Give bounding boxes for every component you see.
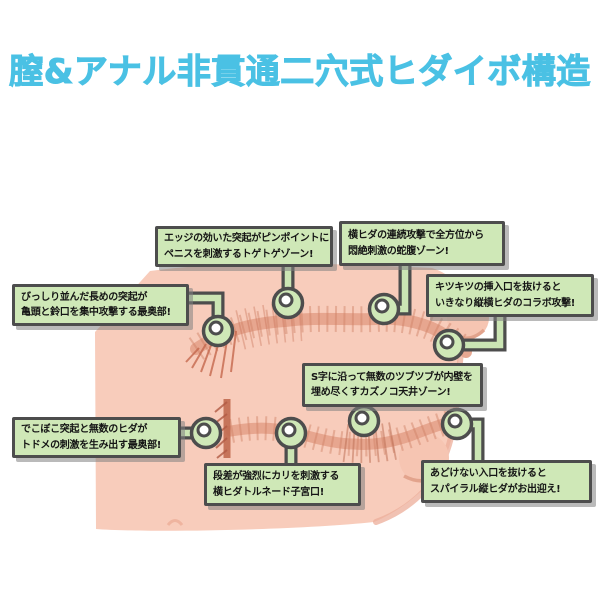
bottom-dimple-shading	[166, 519, 184, 526]
callout-text-line: ペニスを刺激するトゲトゲゾーン!	[164, 248, 314, 260]
callout-text-line: 段差が強烈にカリを刺激する	[213, 471, 340, 482]
point-marker-cervix	[274, 416, 308, 450]
callout-saiokubu-lower: でこぼこ突起と無数のヒダが トドメの刺激を生み出す最奥部!	[12, 417, 181, 458]
callout-text-line: 埋め尽くすカズノコ天井ゾーン!	[311, 387, 451, 398]
callout-togetoge-zone: エッジの効いた突起がピンポイントに ペニスを刺激するトゲトゲゾーン!	[155, 226, 333, 267]
callout-text-line: S字に沿って無数のツブツブが内壁を	[311, 371, 473, 383]
callout-text-line: スパイラル縦ヒダがお出迎え!	[430, 483, 561, 495]
point-marker-collab	[432, 328, 466, 362]
callout-tornado-cervix: 段差が強烈にカリを刺激する 横ヒダトルネード子宮口!	[204, 463, 361, 506]
point-marker-spiral	[440, 407, 474, 441]
callout-text-line: 横ヒダトルネード子宮口!	[213, 486, 324, 498]
callout-text-line: 悶絶刺激の蛇腹ゾーン!	[348, 245, 449, 257]
page-title: 膣&アナル非貫通二穴式ヒダイボ構造	[9, 52, 591, 93]
callout-text-line: キツキツの挿入口を抜けると	[435, 282, 562, 293]
point-marker-saiokubu-lower	[189, 416, 223, 450]
callout-text-line: 横ヒダの連続攻撃で全方位から	[348, 230, 484, 241]
callout-text-line: でこぼこ突起と無数のヒダが	[21, 424, 148, 435]
callout-kazunoko-zone: S字に沿って無数のツブツブが内壁を 埋め尽くすカズノコ天井ゾーン!	[302, 363, 483, 407]
callout-spiral-hida: あどけない入口を抜けると スパイラル縦ヒダがお出迎え!	[421, 460, 592, 503]
callout-text-line: いきなり縦横ヒダのコラボ攻撃!	[435, 297, 576, 309]
point-marker-kazunoko	[347, 404, 381, 438]
body-silhouette	[95, 263, 465, 531]
point-marker-togetoge	[271, 286, 305, 320]
callout-text-line: エッジの効いた突起がピンポイントに	[164, 233, 329, 244]
callout-saiokubu-upper: びっしり並んだ長めの突起が 亀頭と鈴口を集中攻撃する最奥部!	[12, 284, 189, 326]
callout-text-line: あどけない入口を抜けると	[430, 468, 547, 479]
point-marker-saiokubu-upper	[201, 314, 235, 348]
callout-jabara-zone: 横ヒダの連続攻撃で全方位から 悶絶刺激の蛇腹ゾーン!	[339, 221, 505, 266]
callout-text-line: びっしり並んだ長めの突起が	[21, 291, 148, 303]
callout-collab-attack: キツキツの挿入口を抜けると いきなり縦横ヒダのコラボ攻撃!	[426, 274, 594, 317]
callout-text-line: トドメの刺激を生み出す最奥部!	[21, 439, 162, 451]
callout-text-line: 亀頭と鈴口を集中攻撃する最奥部!	[21, 307, 171, 318]
point-marker-jabara	[367, 292, 401, 326]
